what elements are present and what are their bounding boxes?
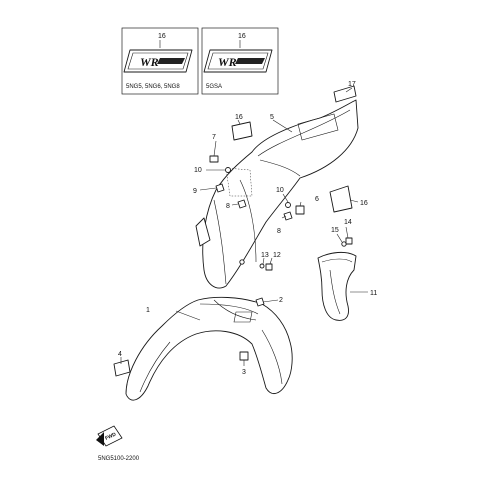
callout-8: 8	[226, 203, 230, 210]
callout-15: 15	[331, 227, 339, 234]
callout-8: 8	[277, 228, 281, 235]
washer-13	[259, 263, 265, 269]
bolt-2	[255, 297, 265, 307]
hidden-edge	[225, 167, 253, 197]
callout-16: 16	[235, 114, 243, 121]
callout-2: 2	[279, 297, 283, 304]
front-fender-inner-line	[261, 329, 283, 385]
inset-models: 5NG5, 5NG6, 5NG8	[126, 84, 180, 90]
front-fender-mount-plate	[233, 311, 253, 323]
callout-5: 5	[270, 114, 274, 121]
callouts: 1 2 3 4 5 6 7 8 8 9 10 10 11 12 13 14 15…	[118, 81, 377, 376]
rear-fender-inner-line	[239, 179, 257, 263]
washer-10	[285, 202, 291, 208]
rear-fender-recess	[297, 113, 339, 141]
front-fender-body	[125, 296, 293, 401]
decal-16-upper	[231, 121, 253, 141]
bolt-6	[295, 205, 305, 215]
front-fender	[125, 296, 293, 401]
side-cover-body	[317, 251, 357, 321]
side-cover-crease	[329, 269, 341, 315]
callout-10: 10	[276, 187, 284, 194]
callout-1: 1	[146, 307, 150, 314]
callout-12: 12	[273, 252, 281, 259]
rear-fender-inner-line	[213, 199, 227, 285]
fwd-arrow-head	[96, 432, 104, 446]
decal-logo: WR	[218, 55, 237, 69]
front-fender-ridge	[199, 303, 259, 315]
diagram-code: 5NG5100-2200	[98, 456, 140, 462]
callout-13: 13	[261, 252, 269, 259]
inset-decal-5gsa: 16 WR 5GSA	[201, 27, 279, 95]
washer-10	[225, 167, 231, 173]
inset-part-number: 16	[238, 33, 246, 40]
decal-17	[333, 85, 357, 103]
decal-outline	[123, 49, 193, 73]
decal-badge	[157, 58, 185, 64]
rear-fender-mount-tab	[195, 217, 211, 247]
callout-6: 6	[315, 196, 319, 203]
rear-fender	[195, 99, 359, 289]
inset-decal-5ng5: 16 WR 5NG5, 5NG6, 5NG8	[121, 27, 199, 95]
decal-inner-border	[127, 52, 189, 70]
front-fender-vent-line	[213, 299, 257, 321]
rear-fender-body	[202, 99, 359, 289]
decal-inner-border	[207, 52, 269, 70]
callout-14: 14	[344, 219, 352, 226]
bolt-14	[345, 237, 353, 245]
decal-logo: WR	[140, 55, 159, 69]
inset-part-number: 16	[158, 33, 166, 40]
bolt-12	[265, 263, 273, 271]
callout-10: 10	[194, 167, 202, 174]
hardware	[113, 85, 357, 377]
inset-models: 5GSA	[206, 84, 222, 90]
callout-16: 16	[360, 200, 368, 207]
washer-15	[341, 241, 347, 247]
fwd-label: FWD	[104, 431, 117, 441]
rear-fender-edge	[259, 159, 301, 177]
leader-lines	[120, 87, 368, 366]
fwd-arrow: FWD	[96, 425, 123, 447]
decal-16-side	[329, 185, 353, 213]
front-fender-inner-line	[139, 341, 171, 393]
decal-badge	[235, 58, 265, 64]
decal-4	[113, 359, 131, 377]
bolt-7	[209, 155, 219, 163]
callout-11: 11	[370, 290, 377, 297]
bolt-3	[239, 351, 249, 361]
rear-fender-hole	[239, 259, 245, 265]
nut-8	[283, 211, 293, 221]
callout-9: 9	[193, 188, 197, 195]
rear-fender-ridge	[257, 109, 351, 157]
callout-4: 4	[118, 351, 122, 358]
callout-3: 3	[242, 369, 246, 376]
nut-8	[237, 199, 247, 209]
side-cover-flange	[321, 258, 353, 263]
callout-7: 7	[212, 134, 216, 141]
nut-9	[215, 183, 225, 193]
side-cover	[317, 251, 357, 321]
callout-17: 17	[348, 81, 356, 88]
